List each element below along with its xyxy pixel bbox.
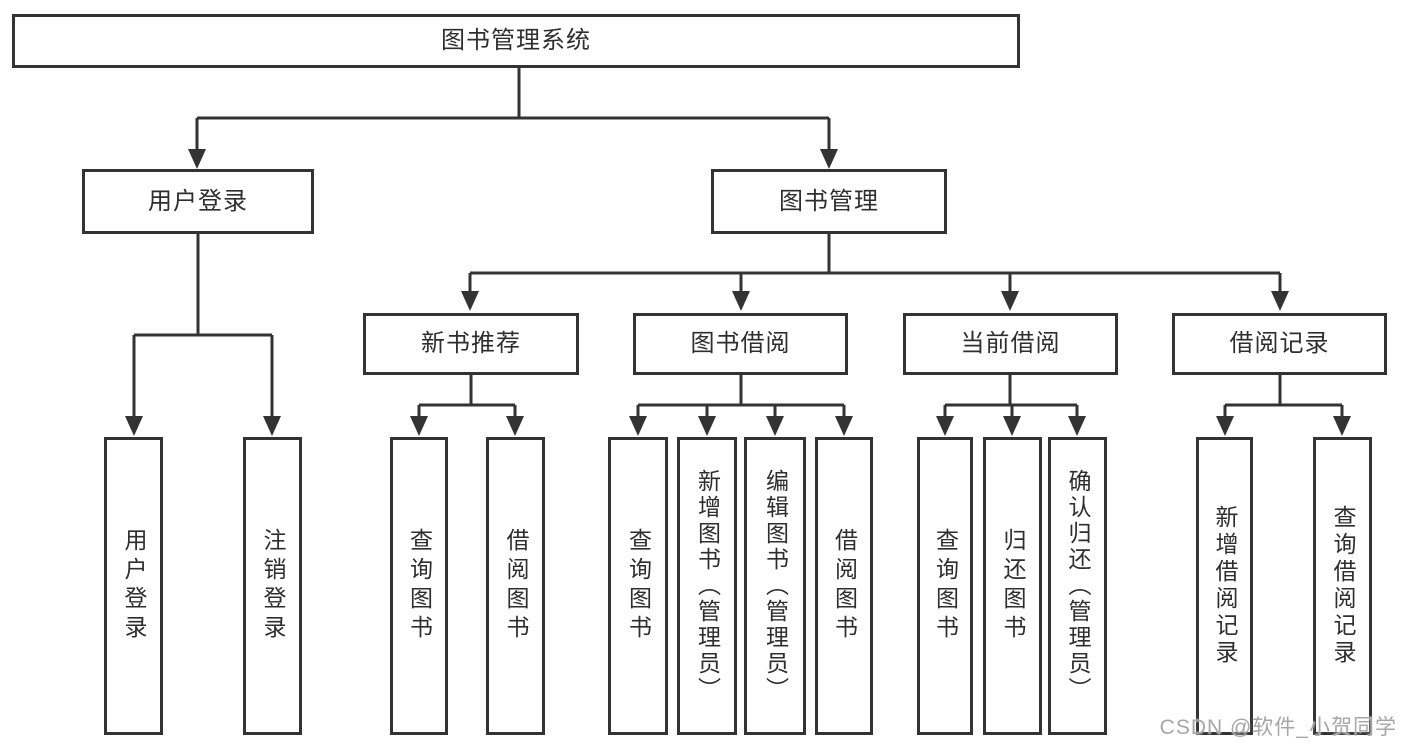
leaf-confirm-return-admin-label: 确认归还（管理员）: [1065, 469, 1091, 703]
leaf-query-books-2: 查询图书: [608, 437, 668, 735]
leaf-query-books-1: 查询图书: [390, 437, 448, 735]
node-book-borrow: 图书借阅: [633, 313, 848, 375]
leaf-logout: 注销登录: [243, 437, 302, 735]
node-new-book-recommend-label: 新书推荐: [421, 330, 521, 357]
arrowhead: [263, 416, 281, 436]
leaf-borrow-books-2: 借阅图书: [815, 437, 873, 735]
arrowhead: [698, 416, 716, 436]
arrowhead: [732, 291, 750, 311]
node-current-borrow: 当前借阅: [903, 313, 1118, 375]
arrowhead: [1003, 416, 1021, 436]
arrowhead: [629, 416, 647, 436]
node-root-label: 图书管理系统: [441, 27, 591, 54]
arrowhead: [1216, 416, 1234, 436]
leaf-query-borrow-record: 查询借阅记录: [1313, 437, 1372, 735]
arrowhead: [766, 416, 784, 436]
leaf-user-login: 用户登录: [104, 437, 163, 735]
node-book-management-branch-label: 图书管理: [779, 187, 879, 215]
arrowhead: [461, 291, 479, 311]
leaf-confirm-return-admin: 确认归还（管理员）: [1048, 437, 1107, 735]
leaf-return-book: 归还图书: [983, 437, 1042, 735]
leaf-query-books-3: 查询图书: [917, 437, 973, 735]
leaf-add-borrow-record-label: 新增借阅记录: [1212, 505, 1238, 667]
leaf-borrow-books-2-label: 借阅图书: [831, 528, 858, 644]
arrowhead: [125, 416, 143, 436]
leaf-add-book-admin: 新增图书（管理员）: [677, 437, 737, 735]
arrowhead: [1271, 291, 1289, 311]
arrowhead: [410, 416, 428, 436]
node-current-borrow-label: 当前借阅: [960, 330, 1061, 357]
leaf-query-books-3-label: 查询图书: [932, 528, 959, 644]
arrowhead: [820, 149, 838, 169]
node-user-login-branch-label: 用户登录: [148, 187, 248, 215]
node-borrow-record: 借阅记录: [1172, 313, 1387, 375]
leaf-borrow-books-1: 借阅图书: [486, 437, 545, 735]
arrowhead: [506, 416, 524, 436]
leaf-return-book-label: 归还图书: [1000, 528, 1026, 644]
node-borrow-record-label: 借阅记录: [1229, 330, 1330, 357]
node-new-book-recommend: 新书推荐: [363, 313, 579, 375]
node-book-borrow-label: 图书借阅: [690, 330, 791, 357]
arrowhead: [188, 149, 206, 169]
arrowhead: [1333, 416, 1351, 436]
leaf-query-borrow-record-label: 查询借阅记录: [1330, 505, 1356, 667]
csdn-watermark: CSDN @软件_小贺同学: [1159, 716, 1397, 739]
leaf-logout-label: 注销登录: [260, 528, 286, 644]
arrowhead: [1001, 291, 1019, 311]
leaf-add-book-admin-label: 新增图书（管理员）: [694, 469, 721, 703]
leaf-user-login-label: 用户登录: [121, 528, 147, 644]
arrowhead: [835, 416, 853, 436]
node-book-management-branch: 图书管理: [711, 169, 947, 234]
arrowhead: [936, 416, 954, 436]
node-root: 图书管理系统: [12, 14, 1020, 68]
node-user-login-branch: 用户登录: [82, 169, 314, 234]
leaf-edit-book-admin: 编辑图书（管理员）: [744, 437, 806, 735]
leaf-edit-book-admin-label: 编辑图书（管理员）: [762, 469, 789, 703]
leaf-borrow-books-1-label: 借阅图书: [503, 528, 529, 644]
leaf-query-books-2-label: 查询图书: [625, 528, 652, 644]
leaf-query-books-1-label: 查询图书: [406, 528, 433, 644]
leaf-add-borrow-record: 新增借阅记录: [1196, 437, 1253, 735]
arrowhead: [1068, 416, 1086, 436]
